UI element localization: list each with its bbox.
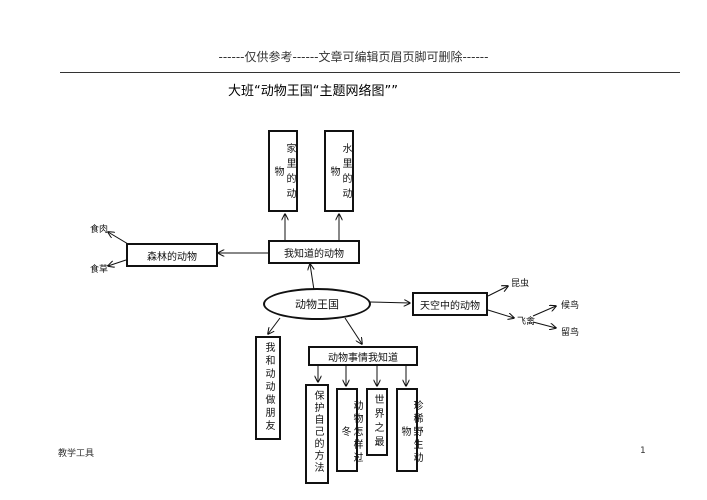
arrow-center-to-sky (369, 302, 410, 303)
node-self-protection-label: 保护自己的方法 (312, 390, 323, 474)
node-winter-label: 动物怎样过冬 (339, 399, 362, 465)
label-resident-birds: 留鸟 (561, 328, 580, 338)
label-meat-eaters: 食肉 (90, 225, 109, 235)
node-world-records: 世界之最 (366, 388, 388, 456)
arrow-center-to-friends (268, 317, 281, 334)
node-self-protection: 保护自己的方法 (305, 384, 329, 484)
node-animal-kingdom: 动物王国 (263, 288, 371, 320)
node-forest-animals: 森林的动物 (126, 243, 218, 267)
arrow-center-to-know (310, 264, 315, 291)
arrow-sky-to-birds (487, 309, 514, 318)
arrow-center-to-facts (344, 317, 362, 344)
arrow-birds-to-resident (532, 321, 556, 328)
label-insects: 昆虫 (511, 279, 530, 289)
node-forest-animals-label: 森林的动物 (147, 251, 197, 263)
label-grass-eaters: 食草 (90, 265, 109, 275)
label-birds: 飞禽 (517, 317, 536, 327)
page-number: 1 (640, 446, 646, 456)
node-known-animals: 我知道的动物 (268, 240, 360, 264)
page-header-text: ------仅供参考------文章可编辑页眉页脚可删除------ (218, 50, 489, 64)
arrow-forest-to-meat (108, 232, 129, 245)
node-known-animals-label: 我知道的动物 (284, 248, 344, 260)
node-make-friends: 我和动动做朋友 (255, 336, 281, 440)
node-sky-animals-label: 天空中的动物 (420, 300, 480, 312)
arrow-birds-to-migrant (532, 306, 556, 317)
footer-label: 教学工具 (58, 449, 95, 459)
label-migrant-birds: 候鸟 (561, 301, 580, 311)
arrow-forest-to-grass (108, 259, 127, 266)
node-sky-animals: 天空中的动物 (412, 292, 488, 316)
node-animal-facts: 动物事情我知道 (308, 346, 418, 366)
node-animal-facts-label: 动物事情我知道 (328, 352, 398, 364)
diagram-title: 大班“动物王国“主题网络图”” (228, 84, 398, 99)
node-water-animals: 水里的动物 (324, 130, 354, 212)
header-divider (60, 72, 680, 73)
node-animal-kingdom-label: 动物王国 (295, 298, 339, 311)
arrow-sky-to-insects (487, 286, 508, 297)
node-water-animals-label: 水里的动物 (328, 143, 351, 203)
node-world-records-label: 世界之最 (372, 394, 383, 450)
node-home-animals-label: 家里的动物 (272, 143, 295, 203)
node-home-animals: 家里的动物 (268, 130, 298, 212)
node-winter: 动物怎样过冬 (336, 388, 362, 472)
node-make-friends-label: 我和动动做朋友 (263, 342, 274, 433)
node-rare-wildlife-label: 珍稀野生动物 (399, 399, 422, 465)
node-rare-wildlife: 珍稀野生动物 (396, 388, 422, 472)
